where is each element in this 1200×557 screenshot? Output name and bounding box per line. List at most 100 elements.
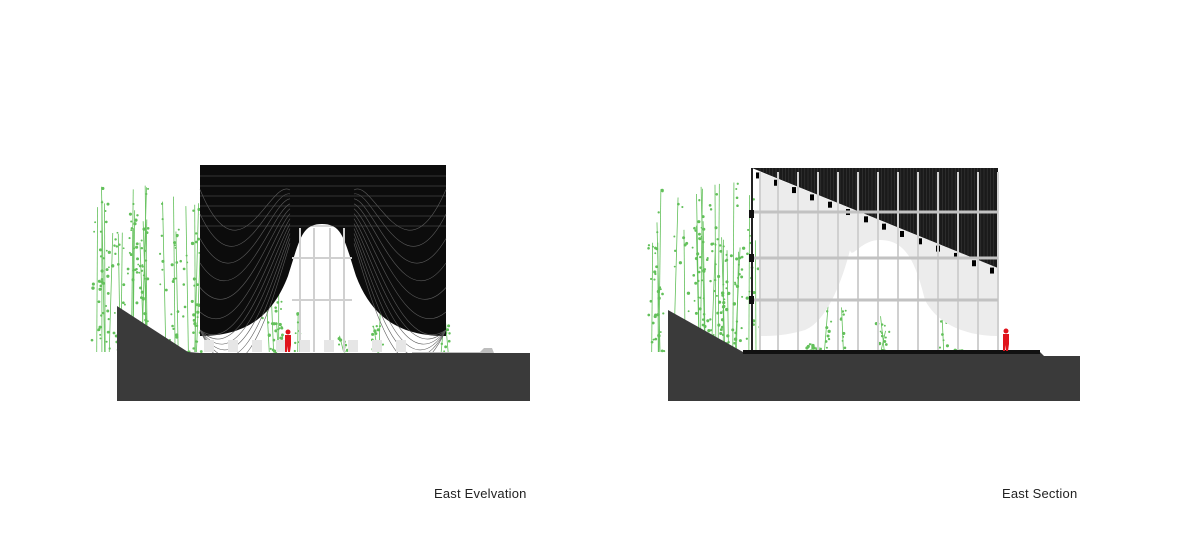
roof-purlin (918, 238, 922, 245)
bamboo-leaf (883, 324, 886, 327)
bamboo-leaf (145, 193, 148, 195)
section-structural-frame (749, 168, 999, 352)
bamboo-leaf (657, 296, 661, 300)
bamboo-leaf (192, 318, 196, 322)
bamboo-stem (656, 222, 661, 353)
bamboo-leaf (105, 249, 108, 252)
bamboo-leaf (375, 324, 378, 328)
bamboo-leaf (182, 315, 185, 318)
bamboo-leaf (99, 337, 102, 340)
bamboo-leaf (691, 246, 694, 249)
bamboo-leaf (164, 288, 168, 292)
bamboo-leaf (142, 297, 145, 301)
bamboo-stem (717, 183, 720, 353)
bamboo-leaf (174, 277, 177, 280)
bamboo-leaf (102, 257, 105, 260)
bamboo-leaf (100, 280, 104, 284)
bamboo-leaf (725, 280, 729, 284)
bamboo-leaf (752, 198, 755, 201)
bamboo-leaf (112, 331, 116, 335)
bamboo-leaf (99, 333, 102, 336)
bamboo-leaf (142, 274, 145, 277)
bamboo-leaf (97, 300, 101, 304)
bamboo-leaf (942, 339, 945, 342)
bamboo-leaf (719, 328, 723, 332)
bamboo-leaf (118, 243, 121, 246)
bamboo-leaf (661, 292, 664, 296)
frame-panel (348, 340, 358, 352)
bamboo-leaf (106, 292, 110, 295)
bamboo-leaf (161, 217, 164, 221)
bamboo-leaf (128, 237, 131, 240)
bamboo-leaf (649, 299, 653, 303)
bamboo-stem (696, 194, 700, 353)
bamboo-leaf (698, 237, 701, 240)
bamboo-stem (96, 207, 98, 353)
bamboo-leaf (699, 266, 702, 269)
bamboo-leaf (702, 269, 706, 273)
bamboo-leaf (656, 231, 659, 234)
bamboo-leaf (135, 242, 139, 246)
bamboo-leaf (446, 328, 450, 332)
bamboo-leaf (654, 337, 658, 341)
bamboo-leaf (141, 264, 144, 266)
bamboo-leaf (107, 317, 110, 321)
bamboo-stem (173, 196, 176, 353)
roof-purlin (810, 194, 814, 201)
bamboo-leaf (673, 235, 676, 238)
bamboo-leaf (147, 187, 150, 190)
bamboo-stem (702, 221, 706, 353)
bamboo-leaf (176, 310, 180, 313)
bamboo-leaf (296, 312, 300, 316)
bamboo-leaf (175, 233, 179, 237)
bamboo-stem (880, 316, 885, 353)
facade-contour (199, 238, 447, 357)
bamboo-leaf (293, 349, 296, 353)
bamboo-leaf (658, 286, 662, 289)
facade-contour (199, 193, 447, 247)
bamboo-leaf (683, 243, 687, 247)
bamboo-leaf (126, 267, 130, 271)
bamboo-leaf (195, 340, 199, 343)
elevation-facade-contour-lines (199, 175, 447, 364)
bamboo-leaf (693, 299, 696, 302)
bamboo-leaf (884, 336, 887, 339)
bamboo-leaf (145, 231, 149, 234)
bamboo-leaf (741, 246, 746, 250)
bamboo-leaf (105, 305, 108, 307)
bamboo-leaf (711, 249, 714, 253)
beam-cap (749, 296, 754, 304)
bamboo-leaf (131, 278, 135, 282)
section-ground-section (668, 310, 1080, 401)
bamboo-leaf (700, 235, 703, 238)
facade-contour (199, 188, 447, 231)
bamboo-leaf (724, 259, 727, 263)
bamboo-leaf (697, 279, 700, 283)
section-floor-slab (743, 350, 1040, 354)
bamboo-leaf (128, 251, 131, 254)
bamboo-leaf (694, 281, 698, 285)
elevation-structural-frame (204, 228, 406, 352)
bamboo-leaf (735, 187, 738, 191)
bamboo-leaf (280, 333, 284, 337)
bamboo-leaf (682, 236, 686, 240)
bamboo-leaf (714, 279, 717, 282)
roof-purlin (882, 223, 886, 230)
bamboo-leaf (825, 310, 829, 313)
bamboo-leaf (448, 332, 451, 335)
bamboo-leaf (709, 279, 712, 283)
frame-panel (396, 340, 406, 352)
bamboo-leaf (662, 312, 665, 315)
bamboo-leaf (740, 255, 744, 259)
bamboo-leaf (171, 280, 175, 283)
bamboo-leaf (697, 270, 701, 274)
roof-purlin (864, 216, 868, 223)
roof-purlin (774, 179, 778, 186)
bamboo-leaf (734, 281, 737, 284)
bamboo-leaf (126, 272, 129, 275)
bamboo-leaf (440, 342, 444, 346)
bamboo-leaf (825, 326, 829, 330)
bamboo-leaf (827, 337, 831, 341)
bamboo-leaf (720, 325, 724, 329)
